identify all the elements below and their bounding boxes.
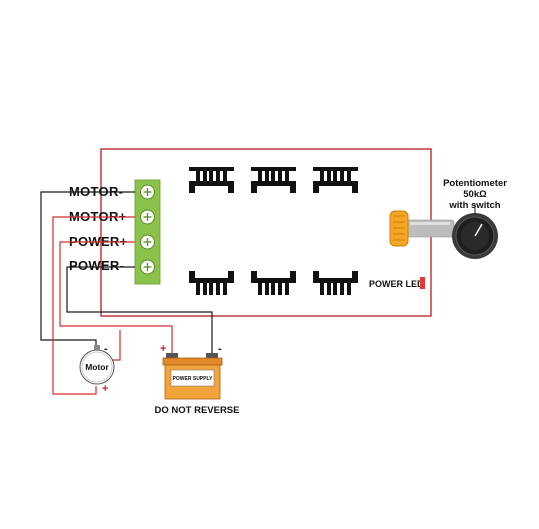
power-led-label: POWER LED — [369, 279, 424, 289]
heatsink-top-3 — [313, 167, 358, 193]
wire-power-plus — [59, 241, 173, 354]
battery-warning: DO NOT REVERSE — [155, 405, 240, 416]
battery-minus-sign: - — [218, 343, 222, 355]
terminal-screw-power-minus[interactable] — [140, 259, 155, 275]
battery-top — [162, 357, 223, 366]
pot-label-line1: Potentiometer — [443, 178, 507, 189]
heatsink-top-2 — [251, 167, 296, 193]
potentiometer-knob-assembly[interactable] — [389, 210, 455, 247]
motor-minus-sign: - — [104, 343, 108, 355]
power-led — [420, 277, 425, 289]
wire-motor-return — [112, 330, 121, 361]
heatsink-top-1 — [189, 167, 234, 193]
wire-power-minus — [66, 266, 213, 354]
wire-motor-plus — [52, 216, 135, 395]
motor-label: Motor — [85, 362, 109, 372]
motor-plus-sign: + — [102, 383, 108, 395]
heatsink-bottom-1 — [189, 271, 234, 295]
motor: Motor — [79, 345, 115, 385]
battery-label-plate — [170, 369, 215, 387]
dial-indicator — [474, 223, 483, 237]
pot-label-line2: 50kΩ — [463, 189, 487, 200]
heatsink-bottom-2 — [251, 271, 296, 295]
heatsink-bottom-3 — [313, 271, 358, 295]
terminal-screw-motor-plus[interactable] — [140, 209, 155, 225]
battery-plus-sign: + — [160, 343, 166, 355]
battery: POWER SUPPLY — [162, 353, 223, 400]
potentiometer-dial[interactable] — [452, 213, 498, 259]
terminal-screw-power-plus[interactable] — [140, 234, 155, 250]
pot-label-line3: with switch — [448, 200, 500, 211]
terminal-screw-motor-minus[interactable] — [140, 184, 155, 200]
battery-label: POWER SUPPLY — [173, 376, 213, 382]
terminal-label-power-minus: POWER- — [69, 258, 124, 273]
wire-motor-minus — [40, 191, 135, 346]
